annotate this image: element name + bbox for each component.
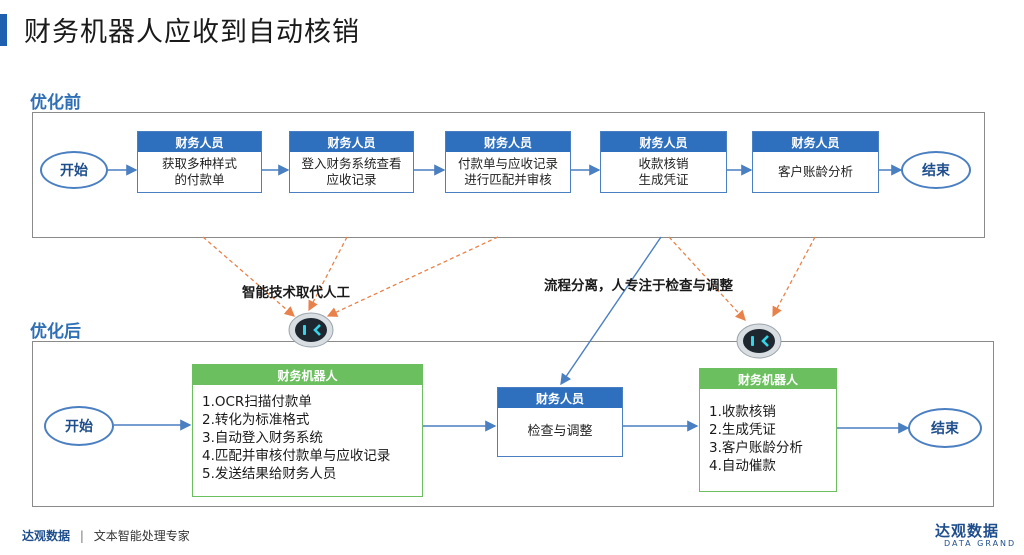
before-start-node: 开始 — [40, 151, 108, 189]
human-check-step: 财务人员 检查与调整 — [497, 387, 623, 457]
logo-text-en: DATA GRAND — [944, 539, 1017, 548]
robot-step-1: 财务机器人 1.OCR扫描付款单 2.转化为标准格式 3.自动登入财务系统 4.… — [192, 364, 423, 497]
footer-tagline: 达观数据 | 文本智能处理专家 — [22, 527, 190, 544]
before-step-3: 财务人员 付款单与应收记录 进行匹配并审核 — [445, 131, 571, 193]
robot-role-label: 财务机器人 — [193, 365, 422, 385]
list-item: 2.生成凭证 — [709, 422, 776, 438]
step-role-label: 财务人员 — [601, 132, 726, 152]
list-item: 4.自动催款 — [709, 458, 776, 474]
footer-brand: 达观数据 — [22, 529, 71, 543]
before-step-4: 财务人员 收款核销 生成凭证 — [600, 131, 727, 193]
footer-slogan: 文本智能处理专家 — [93, 529, 190, 543]
page-title: 财务机器人应收到自动核销 — [24, 17, 360, 48]
step-text: 收款核销 生成凭证 — [638, 156, 689, 187]
footer-separator: | — [79, 529, 84, 543]
robot-task-list: 1.收款核销 2.生成凭证 3.客户账龄分析 4.自动催款 — [700, 389, 836, 475]
list-item: 3.客户账龄分析 — [709, 440, 803, 456]
section-after-label: 优化后 — [30, 322, 81, 342]
step-text: 付款单与应收记录 进行匹配并审核 — [457, 156, 558, 187]
after-end-node: 结束 — [908, 408, 982, 448]
annotation-separate: 流程分离，人专注于检查与调整 — [544, 278, 733, 294]
before-end-node: 结束 — [901, 151, 971, 189]
list-item: 3.自动登入财务系统 — [202, 430, 323, 446]
logo-text-cn: 达观数据 — [935, 522, 1000, 540]
robot-icon — [736, 323, 782, 359]
step-role-label: 财务人员 — [498, 388, 622, 408]
title-accent-bar — [0, 14, 7, 46]
before-step-5: 财务人员 客户账龄分析 — [752, 131, 879, 193]
arrow-separation — [560, 236, 662, 386]
section-before-label: 优化前 — [30, 93, 81, 113]
step-role-label: 财务人员 — [290, 132, 413, 152]
list-item: 1.收款核销 — [709, 404, 776, 420]
list-item: 5.发送结果给财务人员 — [202, 466, 337, 482]
dashed-arrow-1 — [202, 236, 295, 317]
list-item: 4.匹配并审核付款单与应收记录 — [202, 448, 391, 464]
robot-icon — [288, 312, 334, 348]
dashed-arrow-4 — [668, 236, 746, 321]
step-role-label: 财务人员 — [446, 132, 570, 152]
after-start-node: 开始 — [44, 406, 114, 446]
dashed-arrow-3 — [326, 236, 499, 317]
robot-task-list: 1.OCR扫描付款单 2.转化为标准格式 3.自动登入财务系统 4.匹配并审核付… — [193, 385, 422, 483]
before-step-2: 财务人员 登入财务系统查看 应收记录 — [289, 131, 414, 193]
robot-role-label: 财务机器人 — [700, 369, 836, 389]
step-role-label: 财务人员 — [753, 132, 878, 152]
robot-step-2: 财务机器人 1.收款核销 2.生成凭证 3.客户账龄分析 4.自动催款 — [699, 368, 837, 492]
step-text: 登入财务系统查看 应收记录 — [301, 156, 402, 187]
list-item: 1.OCR扫描付款单 — [202, 394, 312, 410]
step-role-label: 财务人员 — [138, 132, 261, 152]
dashed-arrow-5 — [772, 236, 816, 318]
step-text: 获取多种样式 的付款单 — [161, 156, 237, 187]
annotation-replace: 智能技术取代人工 — [242, 285, 350, 301]
step-text: 检查与调整 — [527, 424, 593, 439]
list-item: 2.转化为标准格式 — [202, 412, 310, 428]
step-text: 客户账龄分析 — [777, 164, 853, 179]
before-step-1: 财务人员 获取多种样式 的付款单 — [137, 131, 262, 193]
